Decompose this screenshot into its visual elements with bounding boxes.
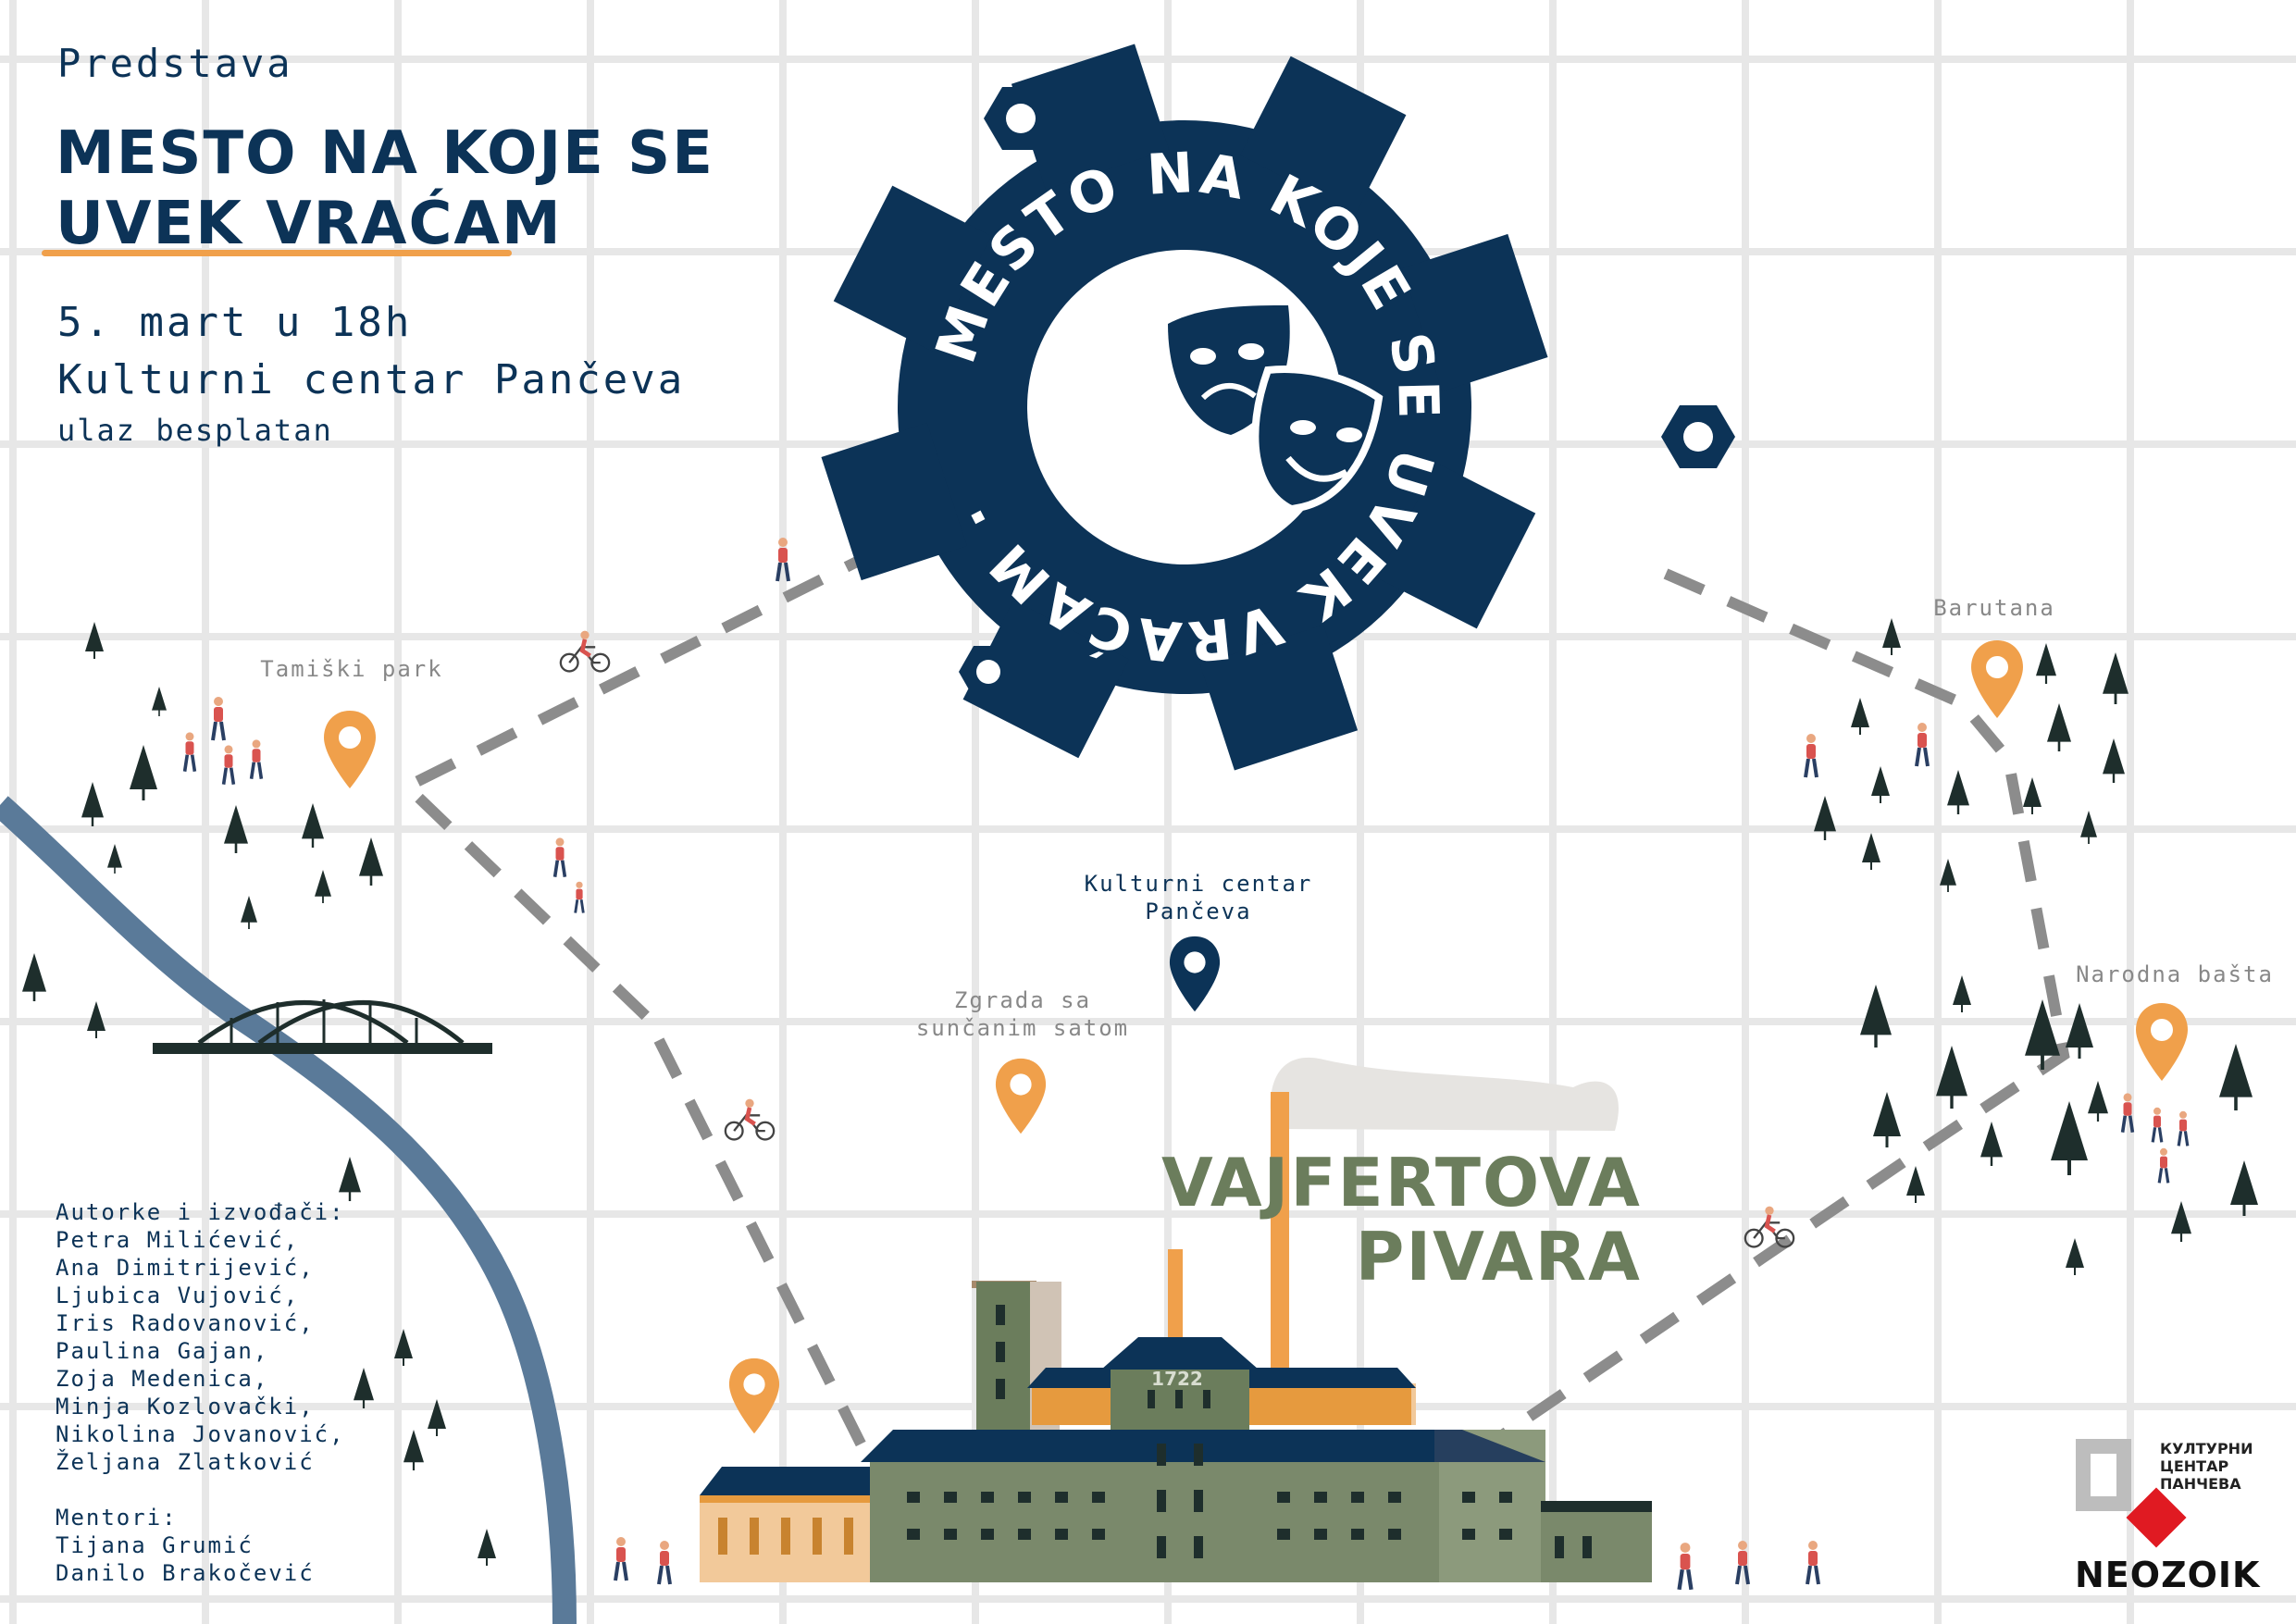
mentors-heading: Mentori: — [56, 1505, 178, 1531]
credits: Autorke i izvođači: Petra Milićević, Ana… — [56, 1198, 345, 1587]
author-name: Ljubica Vujović, — [56, 1283, 300, 1308]
pretitle: Predstava — [57, 41, 293, 86]
place-label-kulturni-centar: Kulturni centar Pančeva — [1084, 871, 1313, 924]
brewery-name-line1: VAJFERTOVA — [1161, 1144, 1642, 1221]
bridge — [153, 999, 492, 1054]
brewery-illustration — [700, 1092, 1652, 1582]
theatre-masks-icon — [1168, 305, 1384, 514]
hex-nut-icon — [959, 87, 1735, 698]
event-title-line2: UVEK VRAĆAM — [56, 190, 563, 258]
brewery-year: 1722 — [1151, 1368, 1203, 1390]
map-pin-icon — [1971, 640, 2023, 718]
author-name: Željana Zlatković — [56, 1449, 315, 1475]
map-pin-icon — [995, 1058, 1047, 1134]
brewery-name-line2: PIVARA — [1355, 1218, 1642, 1295]
mentor-name: Tijana Grumić — [56, 1532, 254, 1558]
place-label-tamiski-park: Tamiški park — [260, 656, 443, 682]
author-name: Ana Dimitrijević, — [56, 1255, 315, 1281]
entry-note: ulaz besplatan — [57, 413, 333, 448]
neozoik-logo: NEOZOIK — [2075, 1555, 2261, 1595]
brewery-name: VAJFERTOVA PIVARA — [1161, 1146, 1642, 1294]
place-label-zgrada-sat: Zgrada sa sunčanim satom — [915, 987, 1130, 1041]
author-name: Zoja Medenica, — [56, 1366, 269, 1392]
kc-pancevo-logo-text: КУЛТУРНИ ЦЕНТАР ПАНЧЕВА — [2160, 1440, 2253, 1493]
title-underline — [42, 250, 512, 256]
kc-pancevo-logo — [2076, 1439, 2131, 1511]
route-dashed-line — [397, 513, 2070, 1465]
gear-icon — [821, 43, 1548, 771]
place-label-barutana: Barutana — [1933, 595, 2055, 621]
authors-heading: Autorke i izvođači: — [56, 1199, 345, 1225]
event-date: 5. mart u 18h — [57, 299, 413, 346]
map-pin-icon — [1169, 936, 1221, 1012]
author-name: Minja Kozlovački, — [56, 1394, 315, 1419]
author-name: Paulina Gajan, — [56, 1338, 269, 1364]
event-title-line1: MESTO NA KOJE SE — [56, 119, 714, 188]
event-title: MESTO NA KOJE SE UVEK VRAĆAM — [56, 118, 714, 259]
map-pin-icon — [728, 1357, 780, 1434]
author-name: Nikolina Jovanović, — [56, 1421, 345, 1447]
event-details: 5. mart u 18h Kulturni centar Pančeva — [57, 294, 685, 409]
smoke — [1270, 1057, 1619, 1131]
river — [0, 796, 577, 1624]
author-name: Iris Radovanović, — [56, 1310, 315, 1336]
place-label-narodna-basta: Narodna bašta — [2076, 961, 2274, 987]
mentor-name: Danilo Brakočević — [56, 1560, 315, 1586]
map-pin-icon — [324, 711, 376, 788]
event-venue: Kulturni centar Pančeva — [57, 356, 686, 403]
author-name: Petra Milićević, — [56, 1227, 300, 1253]
map-pin-icon — [2136, 1003, 2188, 1081]
